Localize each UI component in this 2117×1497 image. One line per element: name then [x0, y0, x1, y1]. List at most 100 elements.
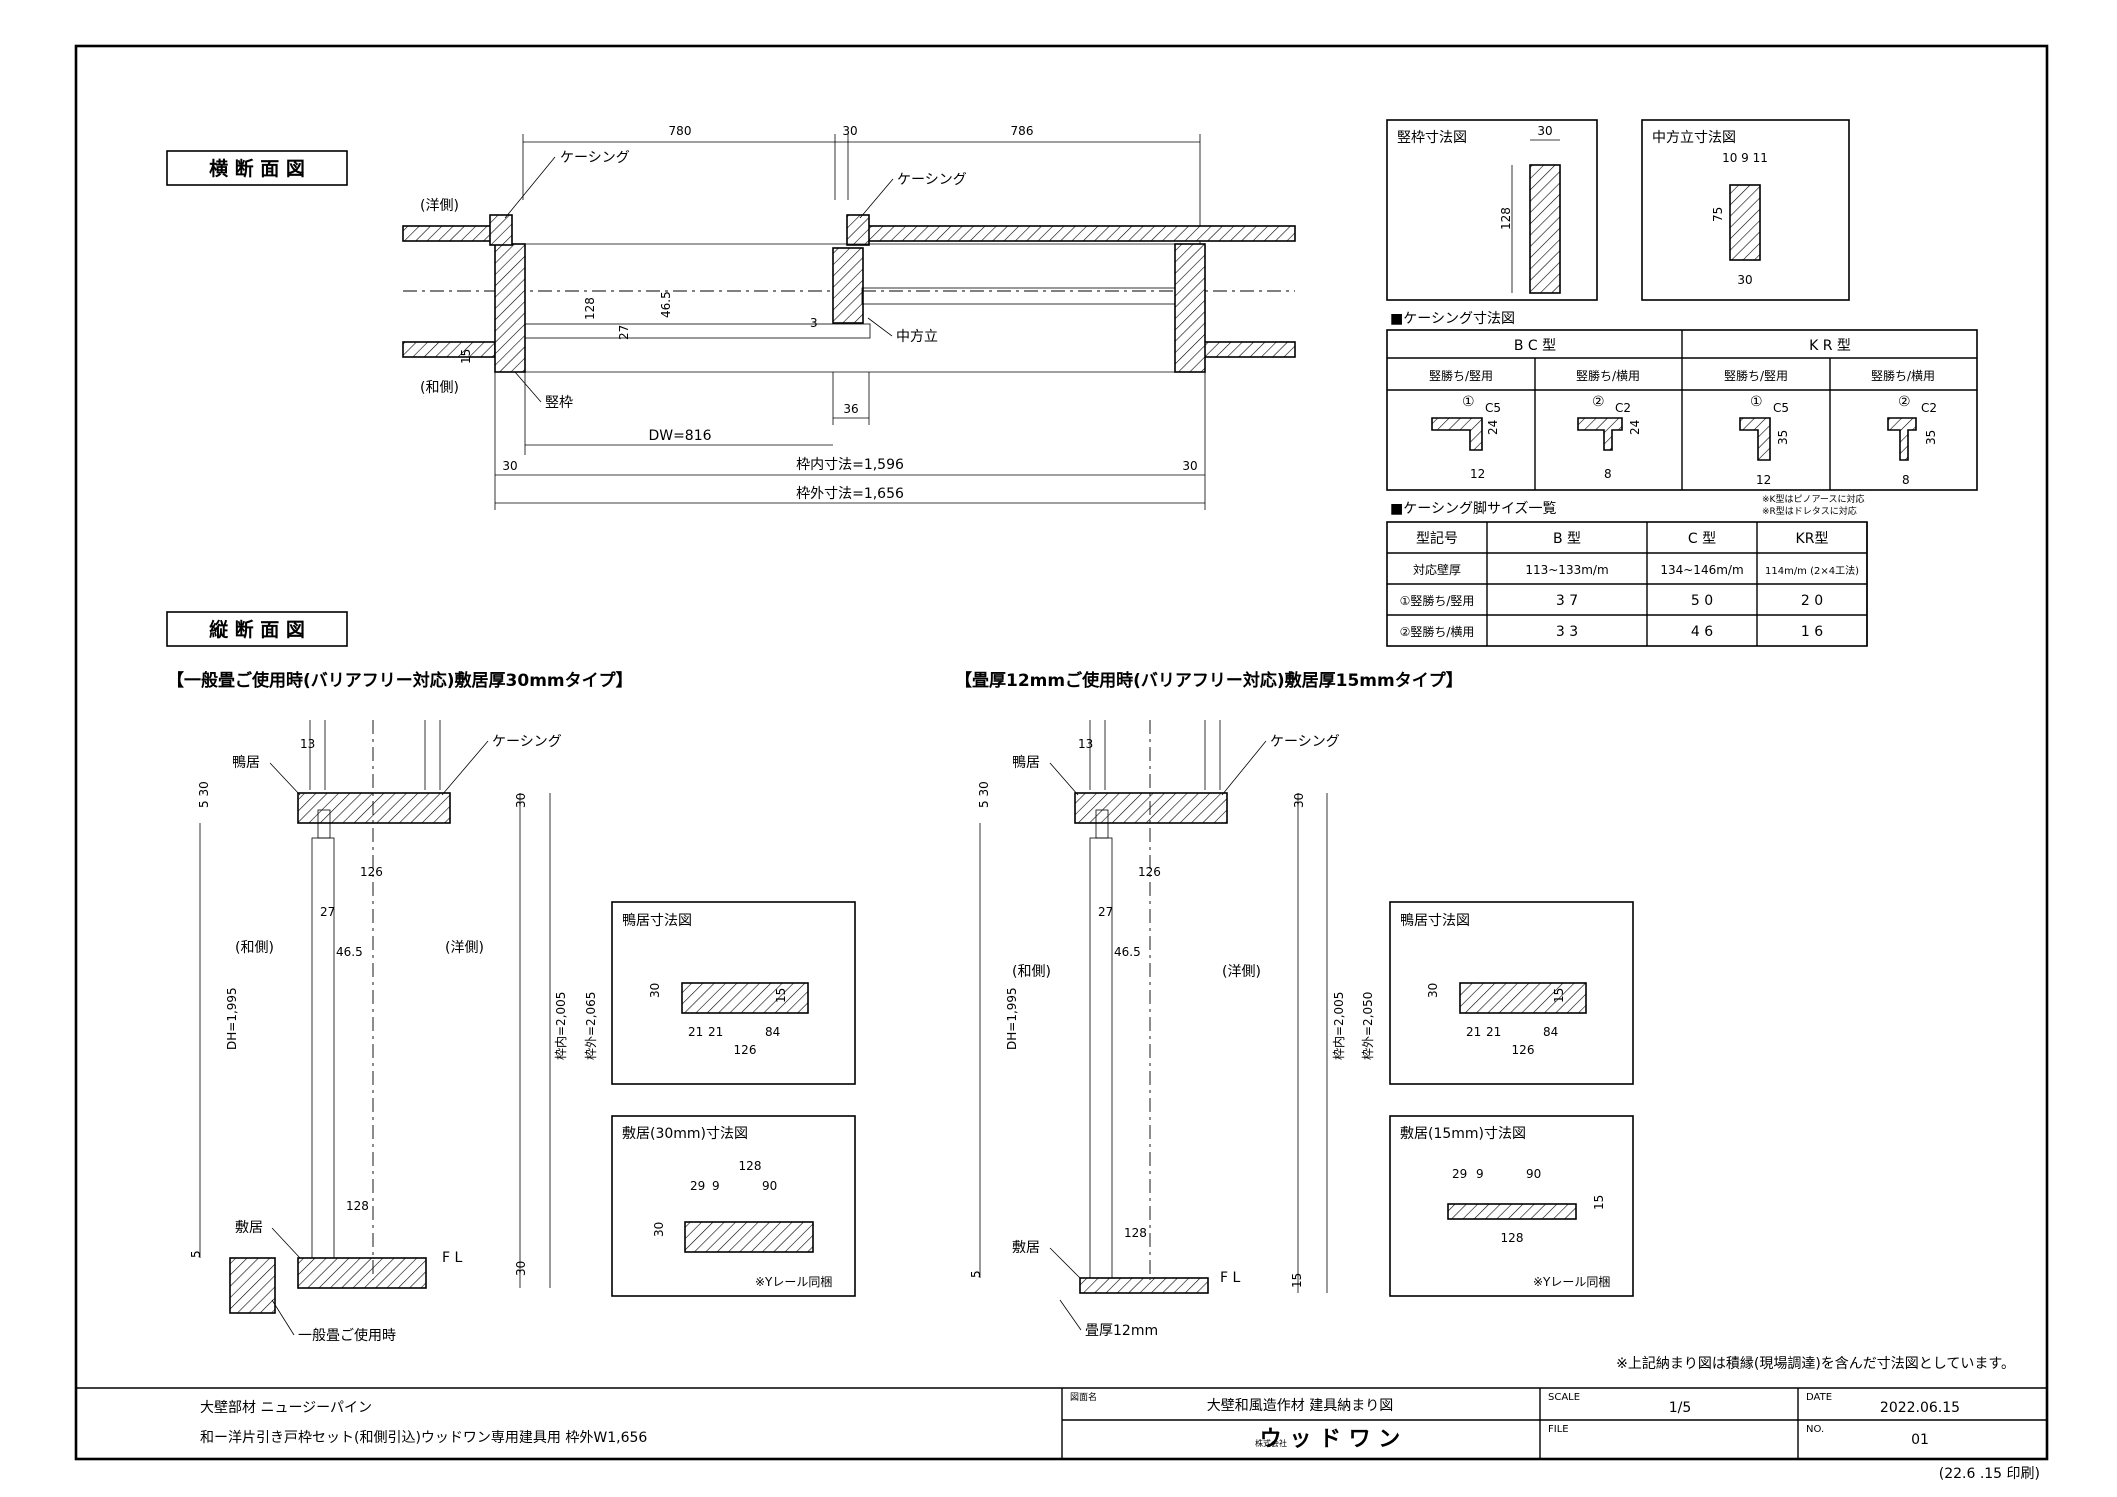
casing-w-3: 12: [1756, 473, 1771, 487]
horizontal-title: 横 断 面 図: [209, 157, 305, 180]
lintel-detail-right: 鴨居寸法図 30 15 21 21 84 126: [1389, 901, 1634, 1085]
frame-detail: 竪枠寸法図 30 128: [1386, 119, 1598, 301]
lintel-right-30: 30: [1426, 983, 1440, 998]
leg-r2-c1: 3 3: [1556, 624, 1578, 640]
center-detail-30: 30: [1737, 273, 1752, 287]
center-detail-title: 中方立寸法図: [1652, 130, 1736, 146]
left-d128: 128: [346, 1199, 369, 1213]
sill-left-90: 90: [762, 1179, 777, 1193]
dim-30-right: 30: [1182, 459, 1197, 473]
title-block: 大壁部材 ニュージーパイン 和ー洋片引き戸枠セット(和側引込)ウッドワン専用建具…: [76, 1387, 2047, 1459]
frame-detail-128: 128: [1499, 207, 1513, 230]
right-japanese-side: (和側): [1012, 964, 1051, 980]
casing-c-4: C2: [1921, 401, 1937, 415]
dim-780: 780: [669, 124, 692, 138]
leg-header-3: KR型: [1796, 531, 1829, 547]
leg-r1-c0: ①竪勝ち/竪用: [1400, 593, 1475, 608]
vertical-title-box: [166, 611, 348, 647]
casing-h-2: 24: [1628, 420, 1642, 435]
left-note: 一般畳ご使用時: [298, 1327, 396, 1344]
lintel-left-126: 126: [734, 1043, 757, 1057]
left-casing-label: ケーシング: [492, 734, 562, 750]
right-d128: 128: [1124, 1226, 1147, 1240]
left-heading: 【一般畳ご使用時(バリアフリー対応)敷居厚30mmタイプ】: [167, 670, 633, 691]
right-fl: F L: [1220, 1270, 1241, 1286]
dim-30-top: 30: [842, 124, 857, 138]
dim-27: 27: [617, 325, 631, 340]
frame-detail-30: 30: [1537, 124, 1552, 138]
sill-right-90: 90: [1526, 1167, 1541, 1181]
outer-dimension: 枠外寸法=1,656: [796, 486, 904, 502]
sill-left-30: 30: [652, 1222, 666, 1237]
left-dh: DH=1,995: [225, 987, 239, 1050]
dim-15: 15: [459, 349, 473, 364]
print-note: (22.6 .15 印刷): [1939, 1466, 2040, 1482]
leg-table-title: ■ケーシング脚サイズ一覧: [1390, 500, 1557, 517]
center-detail-top-dims: 10 9 11: [1722, 151, 1768, 165]
casing-mark-3: ①: [1750, 394, 1763, 410]
right-lintel-label: 鴨居: [1012, 755, 1040, 771]
lintel-left-21b: 21: [708, 1025, 723, 1039]
casing-w-1: 12: [1470, 467, 1485, 481]
leg-r0-c1: 113~133m/m: [1525, 563, 1608, 577]
dw-dimension: DW=816: [648, 428, 711, 444]
left-inner: 枠内=2,005: [554, 992, 568, 1060]
lintel-right-21b: 21: [1486, 1025, 1501, 1039]
company-name: ウ ッ ド ワ ン: [1260, 1427, 1401, 1452]
casing-mark-4: ②: [1898, 394, 1911, 410]
left-japanese-side: (和側): [235, 940, 274, 956]
left-vertical-section: 【一般畳ご使用時(バリアフリー対応)敷居厚30mmタイプ】 鴨居 ケーシング 1…: [167, 670, 633, 1344]
drawing-name-label: 図面名: [1070, 1391, 1097, 1403]
right-d30-top: 30: [1292, 793, 1306, 808]
dim-128: 128: [583, 297, 597, 320]
right-d126: 126: [1138, 865, 1161, 879]
right-casing-label: ケーシング: [1270, 734, 1340, 750]
left-d5-30: 5 30: [197, 781, 211, 808]
vertical-frame-label: 竪枠: [545, 395, 573, 411]
horizontal-section: 横 断 面 図 780 30 786 ケーシング ケーシング (洋側) (和側)…: [166, 124, 1296, 510]
right-d13: 13: [1078, 737, 1093, 751]
leg-size-table: ■ケーシング脚サイズ一覧 ※K型はピノアースに対応 ※R型はドレタスに対応 型記…: [1386, 493, 1868, 647]
casing-label-left: ケーシング: [560, 150, 630, 166]
casing-h-3: 35: [1776, 430, 1790, 445]
scale-label: SCALE: [1548, 1392, 1580, 1403]
right-note: 畳厚12mm: [1085, 1323, 1158, 1339]
right-d5: 5: [969, 1270, 983, 1278]
bc-type-header: B C 型: [1514, 338, 1556, 354]
leg-r2-c2: 4 6: [1691, 624, 1713, 640]
lintel-right-title: 鴨居寸法図: [1400, 913, 1470, 929]
right-inner: 枠内=2,005: [1332, 992, 1346, 1060]
lintel-right-21a: 21: [1466, 1025, 1481, 1039]
leg-header-1: B 型: [1553, 531, 1581, 547]
leg-r1-c2: 5 0: [1691, 593, 1713, 609]
right-d5-30: 5 30: [977, 781, 991, 808]
left-d30-bottom: 30: [514, 1261, 528, 1276]
sill-right-title: 敷居(15mm)寸法図: [1400, 1126, 1526, 1142]
lintel-detail-left: 鴨居寸法図 30 15 21 21 84 126: [611, 901, 856, 1085]
lintel-right-84: 84: [1543, 1025, 1558, 1039]
lintel-right-15: 15: [1552, 988, 1566, 1003]
casing-label-right: ケーシング: [897, 172, 967, 188]
casing-sub-4: 竪勝ち/横用: [1871, 368, 1935, 383]
casing-w-2: 8: [1604, 467, 1612, 481]
left-d30-top: 30: [514, 793, 528, 808]
sill-right-29: 29: [1452, 1167, 1467, 1181]
right-d27: 27: [1098, 905, 1113, 919]
sill-detail-left: 敷居(30mm)寸法図 128 29 9 90 30 ※Yレール同梱: [611, 1115, 856, 1297]
dim-36: 36: [843, 402, 858, 416]
sill-right-9: 9: [1476, 1167, 1484, 1181]
drawing-name: 大壁和風造作材 建具納まり図: [1207, 1398, 1393, 1414]
left-d46-5: 46.5: [336, 945, 363, 959]
left-d5: 5: [189, 1250, 203, 1258]
casing-c-2: C2: [1615, 401, 1631, 415]
leg-header-0: 型記号: [1416, 530, 1458, 547]
frame-detail-title: 竪枠寸法図: [1397, 130, 1467, 146]
sill-left-29: 29: [690, 1179, 705, 1193]
leg-r2-c0: ②竪勝ち/横用: [1400, 624, 1475, 639]
center-post-label: 中方立: [896, 329, 938, 345]
lintel-left-30: 30: [648, 983, 662, 998]
sill-right-15: 15: [1592, 1195, 1606, 1210]
right-heading: 【畳厚12mmご使用時(バリアフリー対応)敷居厚15mmタイプ】: [955, 670, 1463, 691]
dim-30-left: 30: [502, 459, 517, 473]
left-d13: 13: [300, 737, 315, 751]
